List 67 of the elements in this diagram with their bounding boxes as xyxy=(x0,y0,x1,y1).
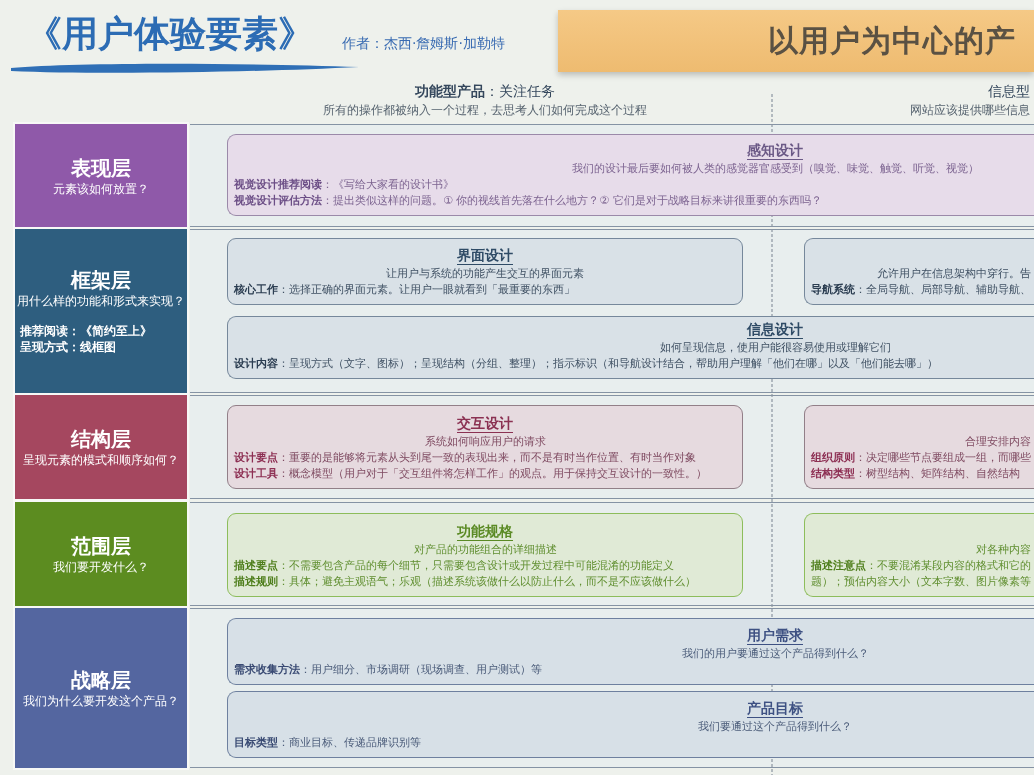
card-title: 交互设计 xyxy=(457,415,513,433)
design-card xyxy=(227,405,743,489)
card-text: 视觉设计推荐阅读：《写给大家看的设计书》 xyxy=(234,177,454,193)
layer-label xyxy=(15,502,187,606)
author-credit: 作者：杰西·詹姆斯·加勒特 xyxy=(342,34,505,52)
card-subtitle: 让用户与系统的功能产生交互的界面元素 xyxy=(386,266,584,282)
card-text: 题）；预估内容大小（文本字数、图片像素等 xyxy=(811,574,1031,590)
card-subtitle: 允许用户在信息架构中穿行。告 xyxy=(877,266,1031,282)
layer-question: 我们为什么要开发这个产品？ xyxy=(23,693,179,709)
design-card xyxy=(227,238,743,305)
layer-title: 战略层 xyxy=(71,667,131,693)
design-card xyxy=(804,238,1034,305)
card-subtitle: 系统如何响应用户的请求 xyxy=(424,434,546,450)
card-title: 产品目标 xyxy=(747,700,803,718)
design-card xyxy=(227,316,1034,379)
layer-note: 呈现方式：线框图 xyxy=(20,339,116,355)
layer-question: 呈现元素的模式和顺序如何？ xyxy=(23,452,179,468)
card-text: 设计要点：重要的是能够将元素从头到尾一致的表现出来，而不是有时当作位置、有时当作对象 xyxy=(234,450,696,466)
card-text: 导航系统：全局导航、局部导航、辅助导航、 xyxy=(811,282,1031,298)
card-text: 组织原则：决定哪些节点要组成一组，而哪些 xyxy=(811,450,1031,466)
layer-title: 范围层 xyxy=(71,533,131,559)
card-text: 目标类型：商业目标、传递品牌识别等 xyxy=(234,735,421,751)
layer-label xyxy=(15,124,187,227)
layer-question: 我们要开发什么？ xyxy=(53,559,149,575)
card-text: 结构类型：树型结构、矩阵结构、自然结构 xyxy=(811,466,1020,482)
card-title: 界面设计 xyxy=(457,247,513,265)
column-description: 网站应该提供哪些信息 xyxy=(910,103,1030,119)
design-card xyxy=(227,513,743,597)
column-description: 所有的操作都被纳入一个过程，去思考人们如何完成这个过程 xyxy=(323,103,647,119)
layer-question: 用什么样的功能和形式来实现？ xyxy=(17,293,185,309)
banner xyxy=(558,10,1034,72)
column-heading: 信息型 xyxy=(988,82,1030,100)
card-subtitle: 对各种内容 xyxy=(976,542,1031,558)
card-subtitle: 对产品的功能组合的详细描述 xyxy=(413,542,557,558)
card-text: 需求收集方法：用户细分、市场调研（现场调查、用户测试）等 xyxy=(234,662,542,678)
card-text: 设计内容：呈现方式（文字、图标）；呈现结构（分组、整理）；指示标识（和导航设计结合，帮助用户理解「他们在哪」以及「他们能去哪」） xyxy=(234,356,938,372)
layer-label xyxy=(15,608,187,768)
card-text: 视觉设计评估方法：提出类似这样的问题。① 你的视线首先落在什么地方？② 它们是对于战略目标来讲很重要的东西吗？ xyxy=(234,193,822,209)
card-subtitle: 我们要通过这个产品得到什么？ xyxy=(698,719,852,735)
card-text: 核心工作：选择正确的界面元素。让用户一眼就看到「最重要的东西」 xyxy=(234,282,575,298)
card-title: 用户需求 xyxy=(747,627,803,645)
layer-title: 框架层 xyxy=(71,267,131,293)
page-title: 《用户体验要素》 xyxy=(26,12,314,56)
design-card xyxy=(804,513,1034,597)
banner-title: 以用户为中心的产 xyxy=(768,23,1016,59)
card-subtitle: 合理安排内容 xyxy=(965,434,1031,450)
card-text: 描述注意点：不要混淆某段内容的格式和它的 xyxy=(811,558,1031,574)
design-card xyxy=(804,405,1034,489)
card-text: 设计工具：概念模型（用户对于「交互组件将怎样工作」的观点。用于保持交互设计的一致性。） xyxy=(234,466,707,482)
layer-title: 结构层 xyxy=(71,426,131,452)
card-subtitle: 如何呈现信息，使用户能很容易使用或理解它们 xyxy=(659,340,891,356)
design-card xyxy=(227,618,1034,685)
layer-label xyxy=(15,395,187,499)
card-subtitle: 我们的用户要通过这个产品得到什么？ xyxy=(681,646,869,662)
layer-label xyxy=(15,229,187,393)
column-heading: 功能型产品：关注任务 xyxy=(415,82,555,100)
layer-note: 推荐阅读：《简约至上》 xyxy=(20,323,152,339)
card-title: 信息设计 xyxy=(747,321,803,339)
layer-title: 表现层 xyxy=(71,154,131,181)
card-title: 感知设计 xyxy=(747,142,803,160)
design-card xyxy=(227,134,1034,216)
card-subtitle: 我们的设计最后要如何被人类的感觉器官感受到（嗅觉、味觉、触觉、听觉、视觉） xyxy=(571,161,979,177)
card-text: 描述要点：不需要包含产品的每个细节，只需要包含设计或开发过程中可能混淆的功能定义 xyxy=(234,558,674,574)
design-card xyxy=(227,691,1034,758)
card-text: 描述规则：具体；避免主观语气；乐观（描述系统该做什么以防止什么，而不是不应该做什么） xyxy=(234,574,696,590)
layer-question: 元素该如何放置？ xyxy=(53,180,149,197)
card-title: 功能规格 xyxy=(457,523,513,541)
